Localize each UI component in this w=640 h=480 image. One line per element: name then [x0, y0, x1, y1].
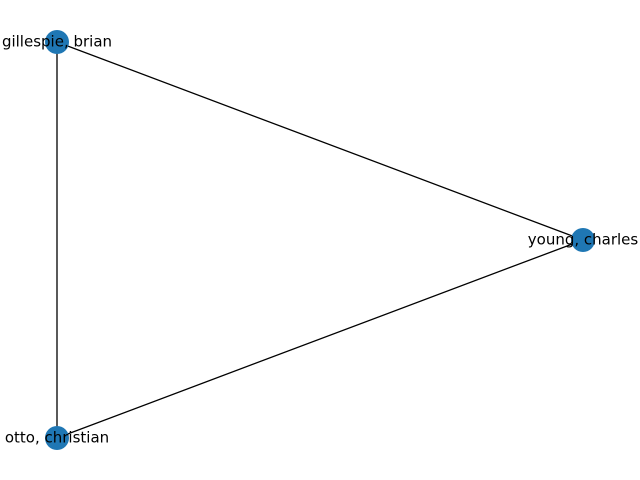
node-marker-gillespie[interactable] [45, 30, 69, 54]
node-marker-young[interactable] [571, 228, 595, 252]
edge-gillespie-young [56, 41, 584, 241]
edge-young-otto [56, 239, 584, 439]
edges-layer [56, 41, 584, 439]
nodes-layer: gillespie, brian young, charles otto, ch… [2, 30, 638, 450]
node-marker-otto[interactable] [45, 426, 69, 450]
node-label-otto: otto, christian [5, 429, 109, 447]
node-otto[interactable]: otto, christian [5, 426, 109, 450]
node-label-gillespie: gillespie, brian [2, 33, 112, 51]
node-young[interactable]: young, charles [528, 228, 639, 252]
node-gillespie[interactable]: gillespie, brian [2, 30, 112, 54]
node-label-young: young, charles [528, 231, 639, 249]
